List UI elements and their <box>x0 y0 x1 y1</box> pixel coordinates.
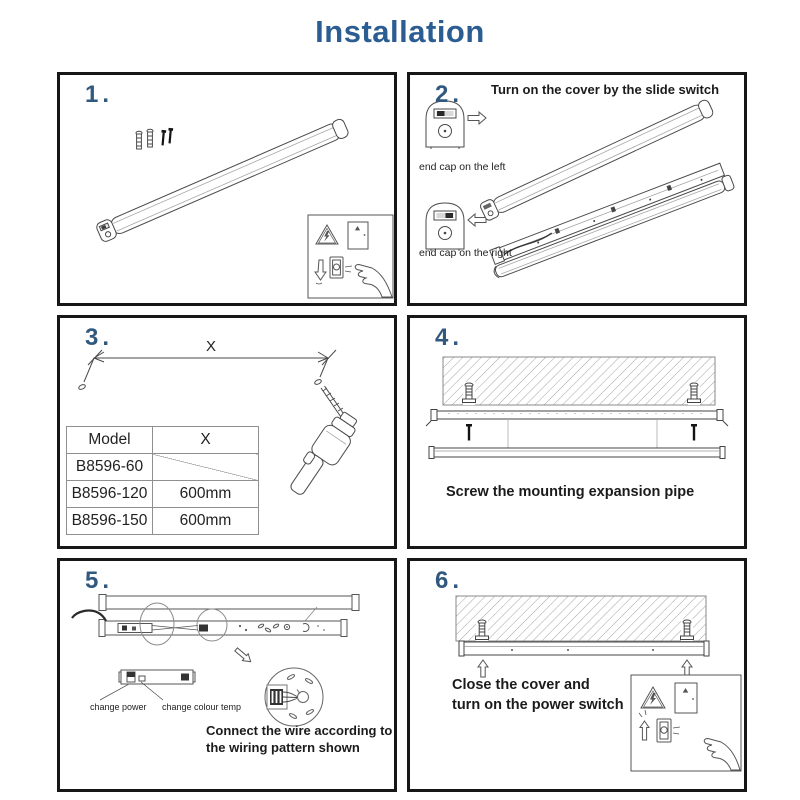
dimension-line <box>78 349 337 390</box>
table-header-model: Model <box>66 426 153 454</box>
step-number-2: 2. <box>435 81 464 108</box>
fixture-body <box>428 446 726 459</box>
cover-bar <box>98 594 360 611</box>
driver-box <box>99 669 196 701</box>
x-cell: 600mm <box>152 480 259 508</box>
electric-warning-triangle-icon <box>315 224 339 245</box>
magnifier-circle-left <box>139 602 175 646</box>
step2-caption: Turn on the cover by the slide switch <box>490 82 720 97</box>
panel-step-4: 4. Screw the mounting expansion pipe <box>407 315 747 549</box>
step-number-6: 6. <box>435 567 464 594</box>
step3-illustration <box>78 349 358 495</box>
x-cell <box>152 453 259 481</box>
table-row: B8596-120 600mm <box>66 480 259 508</box>
mounted-fixture <box>458 640 710 657</box>
dimension-x-label: X <box>206 338 217 355</box>
wall-plug-icons <box>135 128 154 150</box>
step2-illustration <box>425 99 735 279</box>
step-number-1: 1. <box>85 81 114 108</box>
magnifier-circle-middle <box>196 608 228 642</box>
end-cap-right-diagram <box>425 202 465 251</box>
step-number-3: 3. <box>85 324 114 351</box>
panel-step-5: 5. change power change colour temp Conne… <box>57 558 397 792</box>
step5-illustration <box>71 594 360 727</box>
mounting-screw-icons <box>466 424 697 441</box>
closed-tube <box>479 99 714 221</box>
electric-warning-triangle-icon <box>640 685 666 709</box>
step-number-5: 5. <box>85 567 114 594</box>
open-fixture-base <box>71 606 348 637</box>
magnified-wiring-view <box>264 667 324 727</box>
step1-illustration <box>96 118 394 299</box>
step4-illustration <box>425 356 729 459</box>
model-cell: B8596-60 <box>66 453 153 481</box>
switch-off-hand-icon <box>314 256 393 298</box>
model-cell: B8596-120 <box>66 480 153 508</box>
expansion-anchor-icons <box>475 619 694 641</box>
change-power-label: change power <box>90 702 147 712</box>
switch-on-hand-icon <box>638 709 741 771</box>
step6-caption-line1: Close the cover and <box>452 677 590 693</box>
endcap-left-label: end cap on the left <box>419 161 506 173</box>
table-row: B8596-60 <box>66 453 259 481</box>
power-off-warning-inset <box>307 214 394 299</box>
drill-icon <box>290 385 358 495</box>
change-colour-temp-label: change colour temp <box>162 702 242 712</box>
x-cell: 600mm <box>152 507 259 535</box>
arrow-up-icons <box>477 659 693 678</box>
model-dimension-table: Model X B8596-60 B8596-120 600mm B8596-1… <box>66 426 259 535</box>
ceiling-hatched <box>455 595 707 642</box>
end-cap-left-diagram <box>425 100 465 149</box>
panel-step-3: 3. X Model <box>57 315 397 549</box>
screw-icons <box>161 127 174 146</box>
step6-caption-line2: turn on the power switch <box>452 697 624 713</box>
table-header-x: X <box>152 426 259 454</box>
panel-step-2: 2. Turn on the cover by the slide switch… <box>407 72 747 306</box>
expansion-anchor-icons <box>462 382 701 405</box>
ceiling-hatched <box>442 356 716 406</box>
power-on-warning-inset <box>630 674 742 772</box>
mounting-bracket <box>425 409 729 427</box>
arrow-left-icon <box>467 212 487 228</box>
step4-caption: Screw the mounting expansion pipe <box>446 484 695 500</box>
endcap-right-label: end cap on the right <box>419 247 512 259</box>
label-plate-icon <box>674 682 698 714</box>
step-number-4: 4. <box>435 324 464 351</box>
page-title: Installation <box>315 14 485 49</box>
step5-caption-line1: Connect the wire according to <box>206 723 393 738</box>
step5-caption-line2: the wiring pattern shown <box>206 740 360 755</box>
table-row: B8596-150 600mm <box>66 507 259 535</box>
model-cell: B8596-150 <box>66 507 153 535</box>
label-plate-icon <box>347 221 369 250</box>
arrow-right-icon <box>467 110 487 126</box>
led-batten-light <box>96 118 349 242</box>
panel-step-6: 6. Close the cover and turn on the power… <box>407 558 747 792</box>
arrow-down-right-icon <box>234 647 252 663</box>
step6-illustration <box>455 595 742 772</box>
panel-step-1: 1. <box>57 72 397 306</box>
opened-tube <box>489 162 735 279</box>
